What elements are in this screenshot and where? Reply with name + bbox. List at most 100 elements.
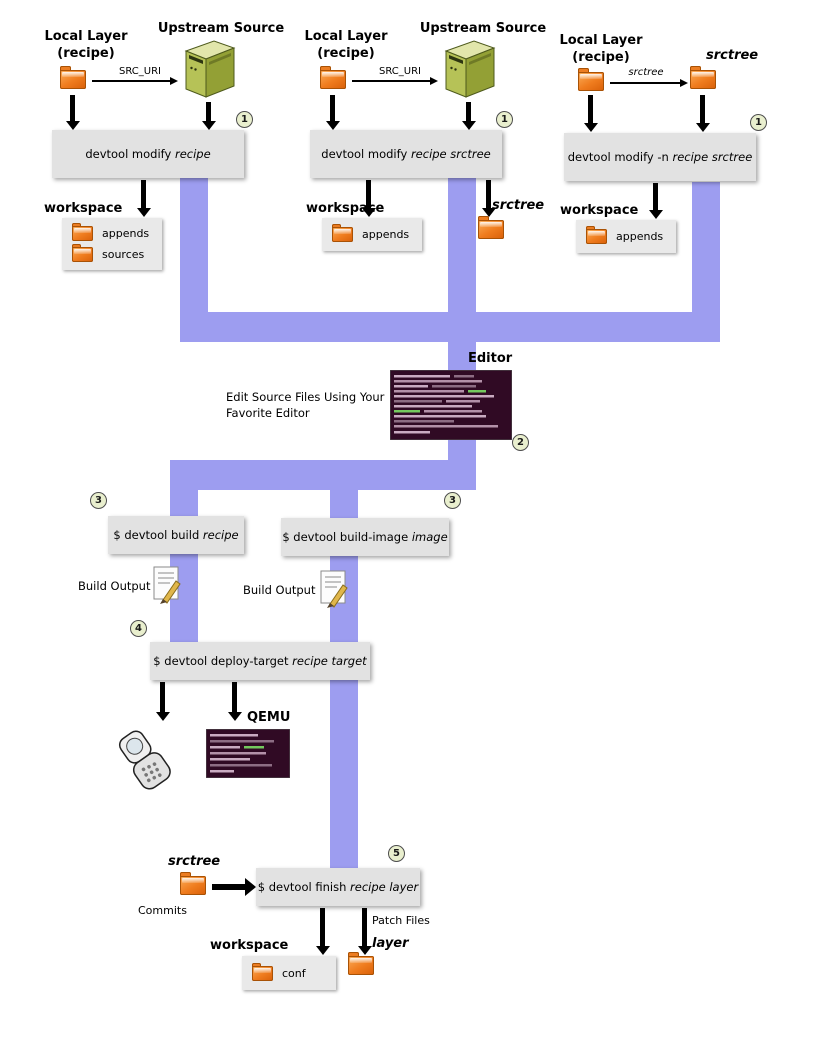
- heading-line: (recipe): [572, 50, 630, 65]
- folder-icon: [72, 223, 93, 241]
- step-2-badge: 2: [512, 434, 529, 451]
- build-output-label: Build Output: [78, 579, 151, 593]
- layer-folder-icon: [348, 952, 374, 975]
- folder-item: conf: [252, 962, 326, 981]
- heading-line: Local Layer: [304, 29, 388, 44]
- command-plain: $ devtool deploy-target: [153, 654, 293, 668]
- step-1-badge: 1: [496, 111, 513, 128]
- command-plain: $ devtool build-image: [282, 530, 412, 544]
- srctree-folder-icon: [180, 872, 206, 895]
- folder-item: appends: [72, 223, 152, 241]
- local-layer-heading: Local Layer (recipe): [551, 32, 651, 66]
- folder-icon: [180, 872, 206, 895]
- command-plain: devtool modify: [321, 147, 411, 161]
- workspace-label: workspace: [44, 200, 134, 217]
- devtool-deploy-target-box: $ devtool deploy-target recipe target: [150, 642, 370, 680]
- arrow-down: [357, 908, 372, 955]
- arrow-down: [481, 180, 496, 217]
- pipe-segment: [170, 460, 476, 490]
- heading-line: (recipe): [57, 46, 115, 61]
- editor-note-line1: Edit Source Files Using Your: [226, 390, 385, 404]
- devtool-build-image-box: $ devtool build-image image: [281, 518, 449, 556]
- heading-line: workspace: [44, 201, 123, 216]
- folder-icon: [690, 66, 716, 89]
- arrow-down: [325, 95, 340, 130]
- command-plain: devtool modify: [85, 147, 175, 161]
- devtool-finish-box: $ devtool finish recipe layer: [256, 868, 420, 906]
- folder-label: sources: [102, 248, 145, 261]
- build-output-icon: [153, 566, 181, 604]
- command-text: devtool modify recipe: [85, 147, 210, 161]
- arrow-down: [227, 682, 242, 721]
- command-args: image: [411, 530, 448, 544]
- build-output-label: Build Output: [243, 583, 316, 597]
- heading-line: Local Layer: [44, 29, 128, 44]
- commits-arrow: [212, 878, 256, 896]
- commits-label: Commits: [138, 904, 187, 917]
- srctree-folder-icon: [690, 66, 716, 89]
- folder-label: conf: [282, 966, 306, 980]
- step-3-badge: 3: [444, 492, 461, 509]
- command-args: recipe target: [292, 654, 367, 668]
- heading-line: QEMU: [247, 710, 291, 725]
- command-text: devtool modify -n recipe srctree: [568, 150, 753, 164]
- folder-item: sources: [72, 244, 152, 262]
- step-3-badge: 3: [90, 492, 107, 509]
- srctree-label: srctree: [706, 48, 759, 63]
- pipe-segment: [170, 460, 198, 518]
- arrow-down: [315, 908, 330, 955]
- arrow-down: [583, 95, 598, 132]
- local-layer-folder-icon: [60, 66, 86, 89]
- server-icon: [444, 40, 496, 98]
- arrow-down: [461, 102, 476, 130]
- srctree-label: srctree: [168, 854, 221, 869]
- command-plain: devtool modify -n: [567, 150, 673, 164]
- folder-icon: [60, 66, 86, 89]
- command-text: $ devtool build-image image: [282, 530, 447, 544]
- workspace-label: workspace: [560, 202, 650, 219]
- pipe-segment: [330, 460, 358, 520]
- local-layer-heading: Local Layer (recipe): [36, 28, 136, 62]
- qemu-heading: QEMU: [247, 709, 307, 726]
- heading-line: workspace: [306, 201, 385, 216]
- arrow-down: [155, 682, 170, 721]
- folder-item: appends: [332, 224, 412, 242]
- folder-icon: [586, 226, 607, 244]
- qemu-terminal-image: [206, 729, 290, 778]
- editor-heading: Editor: [468, 350, 528, 367]
- folder-label: appends: [102, 227, 150, 240]
- step-4-badge: 4: [130, 620, 147, 637]
- command-args: recipe: [202, 528, 239, 542]
- arrow-down: [136, 180, 151, 217]
- folder-icon: [72, 244, 93, 262]
- heading-line: Local Layer: [559, 33, 643, 48]
- devtool-modify-srctree-box: devtool modify recipe srctree: [310, 130, 502, 178]
- upstream-source-heading: Upstream Source: [155, 20, 287, 37]
- step-5-badge: 5: [388, 845, 405, 862]
- patch-files-label: Patch Files: [372, 914, 430, 927]
- workspace-box: conf: [242, 956, 336, 990]
- heading-line: Upstream Source: [419, 21, 547, 36]
- src-uri-label: SRC_URI: [119, 66, 161, 77]
- heading-line: (recipe): [317, 46, 375, 61]
- workspace-box: appends sources: [62, 218, 162, 270]
- arrow-down: [201, 102, 216, 130]
- arrow-down: [695, 95, 710, 132]
- server-icon: [184, 40, 236, 98]
- command-args: recipe srctree: [672, 150, 753, 164]
- command-args: recipe: [174, 147, 211, 161]
- step-1-badge: 1: [236, 111, 253, 128]
- folder-item: appends: [586, 226, 666, 244]
- command-text: $ devtool deploy-target recipe target: [153, 654, 366, 668]
- local-layer-folder-icon: [320, 66, 346, 89]
- srctree-connector-label: srctree: [628, 67, 664, 78]
- src-uri-arrow: [92, 77, 178, 85]
- command-args: recipe layer: [350, 880, 419, 894]
- workspace-label: workspace: [210, 937, 300, 954]
- workspace-box: appends: [322, 218, 422, 251]
- mobile-device-icon: [118, 730, 171, 790]
- folder-icon: [578, 68, 604, 91]
- step-1-badge: 1: [750, 114, 767, 131]
- devtool-build-box: $ devtool build recipe: [108, 516, 244, 554]
